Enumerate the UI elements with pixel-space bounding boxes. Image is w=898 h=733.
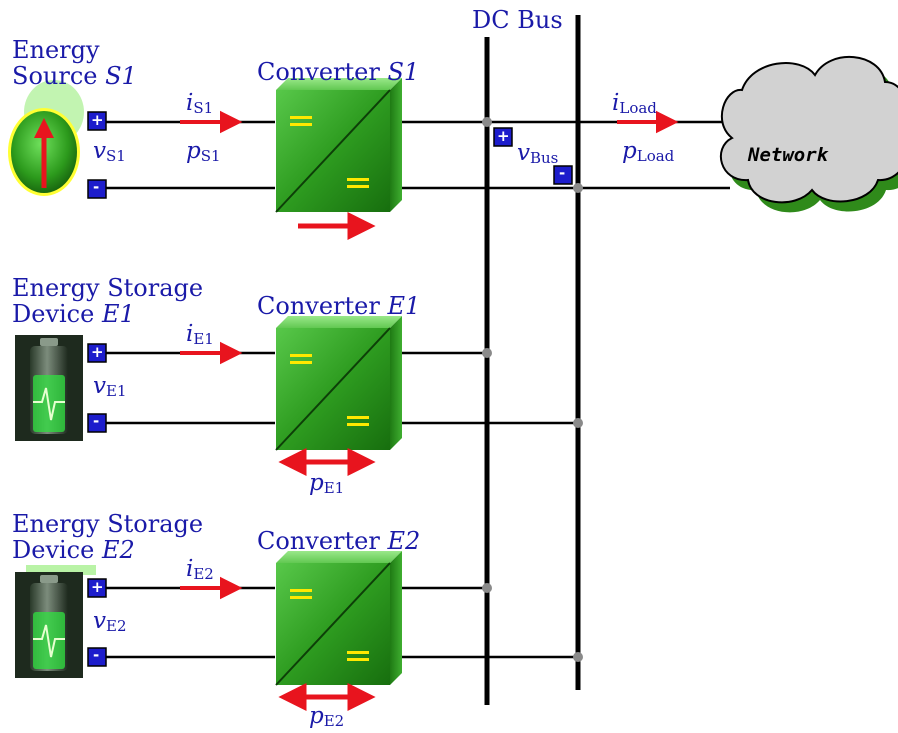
s1-plus-glyph: + <box>91 111 104 129</box>
dc-bus-title: DC Bus <box>472 6 563 34</box>
current-e1-label: iE1 <box>186 321 214 348</box>
converter-e2-title: Converter E2 <box>257 527 421 555</box>
power-e2-label: pE2 <box>309 703 345 730</box>
energy-source-icon <box>8 80 84 196</box>
power-e1-label: pE1 <box>309 470 345 497</box>
converter-s1-title: Converter S1 <box>257 58 420 86</box>
converter-e2-block <box>275 551 402 686</box>
converter-e1-block <box>275 316 402 451</box>
network-cloud-icon <box>719 55 898 213</box>
source-s1-title-line2: Source S1 <box>12 62 137 90</box>
terminal-boxes <box>87 111 573 667</box>
bus-plus-glyph: + <box>497 127 510 145</box>
voltage-s1-label: vS1 <box>93 138 126 165</box>
voltage-e2-label: vE2 <box>93 608 127 635</box>
storage-e1-title-line2: Device E1 <box>12 300 135 328</box>
e2-plus-glyph: + <box>91 578 104 596</box>
voltage-bus-label: vBus <box>517 140 559 167</box>
power-flow-arrows <box>278 211 376 712</box>
junction-dots <box>482 117 583 662</box>
current-e2-label: iE2 <box>186 556 214 583</box>
storage-e1-title-line1: Energy Storage <box>12 274 204 302</box>
power-s1-label: pS1 <box>186 138 221 165</box>
storage-e2-title-line2: Device E2 <box>12 536 135 564</box>
current-load-label: iLoad <box>612 90 657 117</box>
e1-plus-glyph: + <box>91 343 104 361</box>
current-arrows <box>180 110 679 600</box>
current-s1-label: iS1 <box>186 90 214 117</box>
e1-minus-glyph: - <box>93 412 100 430</box>
s1-minus-glyph: - <box>93 178 100 196</box>
converter-e1-title: Converter E1 <box>257 292 421 320</box>
voltage-e1-label: vE1 <box>93 373 127 400</box>
battery-e2-icon <box>15 565 96 678</box>
source-s1-title-line1: Energy <box>12 36 100 64</box>
converter-s1-block <box>275 78 402 213</box>
power-load-label: pLoad <box>622 138 675 165</box>
storage-e2-title-line1: Energy Storage <box>12 510 204 538</box>
network-label: Network <box>748 144 829 166</box>
e2-minus-glyph: - <box>93 646 100 664</box>
bus-minus-glyph: - <box>559 164 566 182</box>
battery-e1-icon <box>15 335 83 441</box>
